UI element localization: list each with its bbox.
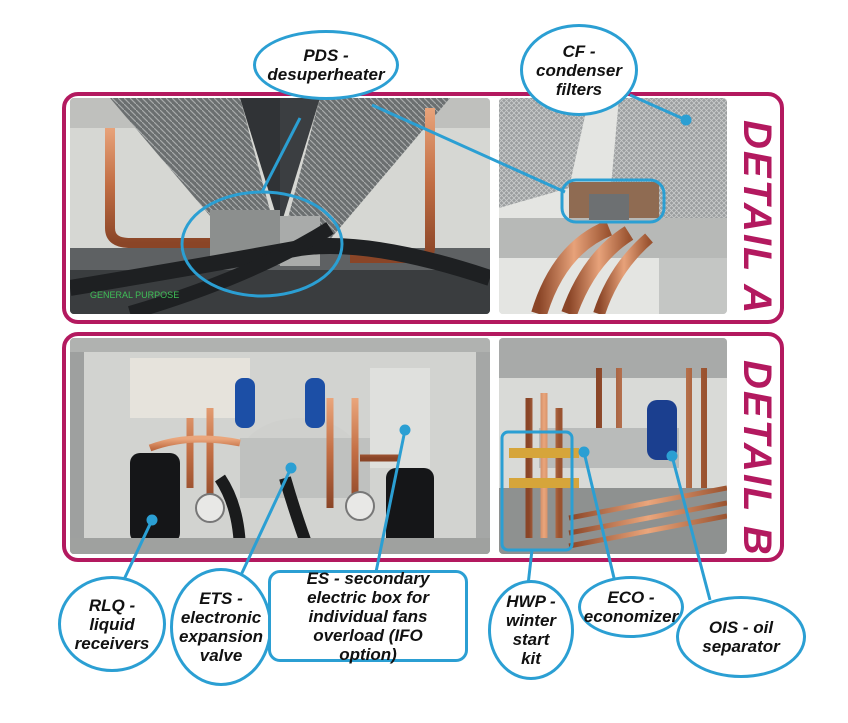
rlq-pointer-dot — [146, 514, 158, 526]
ois-leader-line — [670, 455, 712, 601]
pds-callout: PDS - desuperheater — [253, 30, 399, 100]
svg-text:GENERAL PURPOSE: GENERAL PURPOSE — [90, 290, 179, 300]
detail-b-left-photo — [70, 338, 490, 554]
es-callout: ES - secondary electric box for individu… — [268, 569, 468, 664]
detail-a-label: DETAIL A — [735, 120, 779, 316]
cf-pointer-dot — [680, 114, 692, 126]
pds-leader-line — [260, 117, 302, 193]
hwp-leader-line — [526, 549, 534, 586]
es-pointer-dot — [399, 424, 411, 436]
detail-b-label: DETAIL B — [735, 360, 779, 557]
hwp-callout: HWP - winter start kit — [488, 580, 574, 680]
eco-leader-line — [582, 451, 616, 579]
pds-leader-line-right — [371, 103, 566, 194]
detail-a-frame — [62, 92, 784, 324]
pds-highlight-ellipse — [180, 190, 344, 298]
eco-pointer-dot — [578, 446, 590, 458]
detail-a-right-photo — [499, 98, 727, 314]
es-leader-line — [374, 429, 407, 573]
hwp-highlight-box — [500, 430, 574, 552]
detail-a-left-photo: GENERAL PURPOSE — [70, 98, 490, 314]
pds-highlight-box-right — [560, 178, 666, 224]
eco-callout: ECO - economizer — [578, 576, 684, 638]
ois-pointer-dot — [666, 450, 678, 462]
detail-b-right-photo — [499, 338, 727, 554]
rlq-callout: RLQ - liquid receivers — [58, 576, 166, 672]
ets-callout: ETS - electronic expansion valve — [170, 568, 272, 686]
cf-callout: CF - condenser filters — [520, 24, 638, 116]
ets-pointer-dot — [285, 462, 297, 474]
detail-b-frame — [62, 332, 784, 562]
ois-callout: OIS - oil separator — [676, 596, 806, 678]
ets-leader-line — [232, 467, 293, 591]
cf-leader-line — [629, 93, 687, 122]
